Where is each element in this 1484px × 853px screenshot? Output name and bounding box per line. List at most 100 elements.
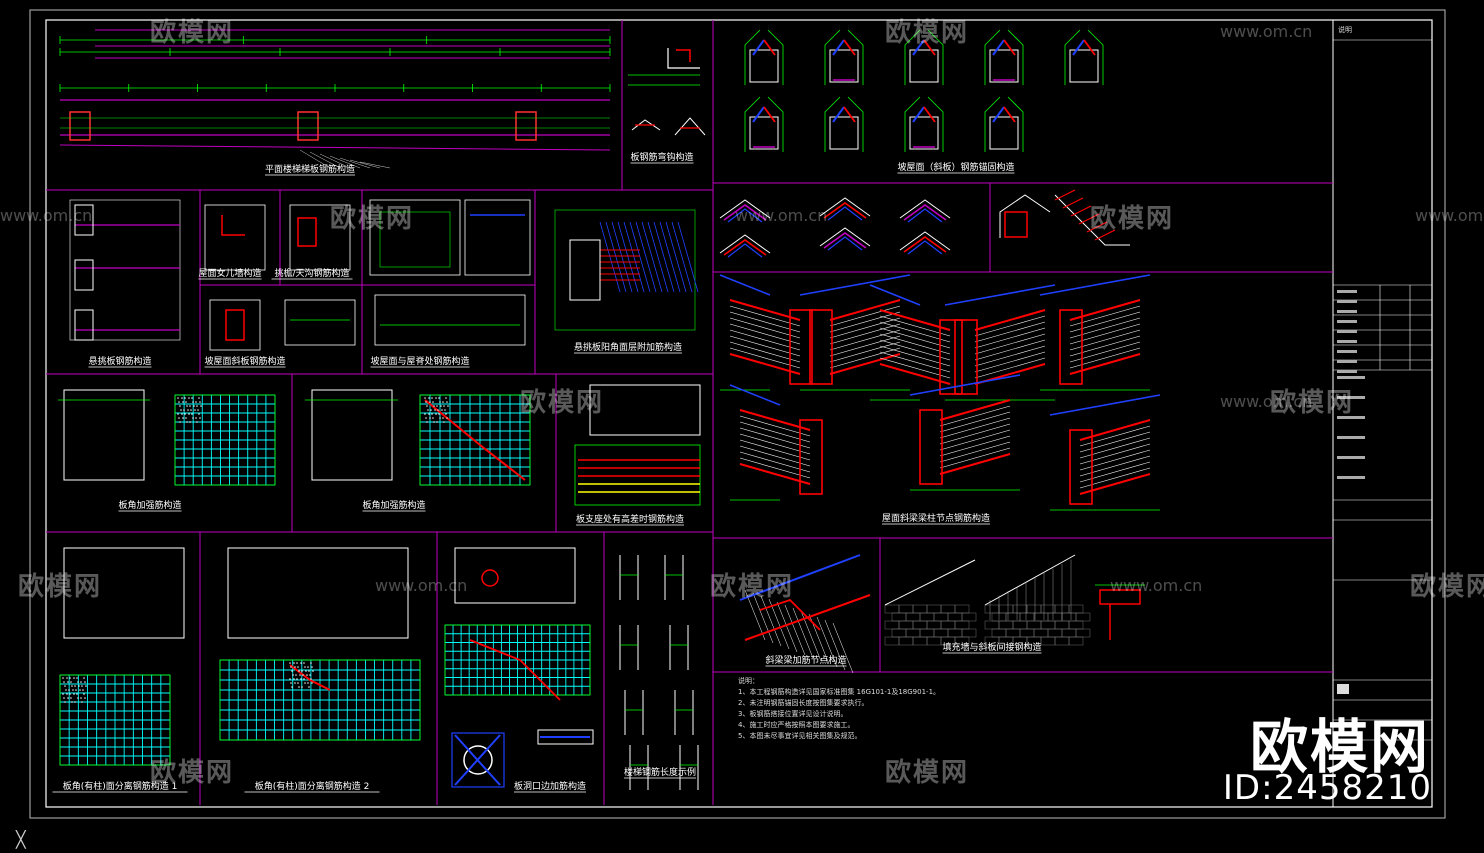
cad-line <box>884 604 900 614</box>
hatch-dot <box>425 401 427 403</box>
cad-line <box>909 49 939 83</box>
cad-line <box>819 227 871 247</box>
note-line: 3、板钢筋搭接位置详见设计说明。 <box>738 710 848 718</box>
cad-line <box>723 204 767 221</box>
hatch-dot <box>302 674 304 676</box>
cad-line <box>879 309 951 331</box>
caption-text: 悬挑板钢筋构造 <box>88 355 151 367</box>
cad-line <box>631 119 661 131</box>
roof-joint-detail <box>984 96 1024 152</box>
rebar-mesh <box>59 674 171 766</box>
cad-line <box>319 153 351 169</box>
title-block-text-mark <box>1337 416 1365 419</box>
cad-line <box>1069 429 1093 505</box>
cad-line <box>69 111 91 141</box>
concrete-hatch <box>424 397 449 423</box>
hatch-dot <box>306 674 308 676</box>
hatch-dot <box>63 681 65 683</box>
hatch-dot <box>73 693 75 695</box>
cad-line <box>723 239 767 256</box>
cad-line <box>823 202 867 219</box>
cad-line <box>515 111 537 141</box>
cad-line <box>939 405 1011 427</box>
cad-line <box>727 243 763 258</box>
drawing-caption: 挑檐/天沟钢筋构造 <box>271 267 353 280</box>
cad-line <box>667 48 700 69</box>
title-block-text-mark <box>1337 436 1365 439</box>
drawing-caption: 悬挑板阳角面层附加筋构造 <box>574 341 682 354</box>
hatch-dot <box>297 682 299 684</box>
hatch-dot <box>193 405 195 407</box>
cad-line <box>939 319 963 395</box>
hatch-dot <box>298 670 300 672</box>
cad-line <box>998 620 1014 630</box>
cad-line <box>789 309 813 385</box>
cad-line <box>912 106 925 123</box>
cad-line <box>974 357 1046 379</box>
drawing-caption: 板角加强筋构造 <box>362 499 426 512</box>
cad-line <box>763 39 776 56</box>
note-line: 5、本图未尽事宜详见相关图集及规范。 <box>738 732 862 740</box>
hole-outline <box>481 569 499 587</box>
hatch-dot <box>74 701 76 703</box>
cad-line <box>221 215 245 236</box>
caption-text: 板支座处有高差时钢筋构造 <box>576 513 684 525</box>
cad-line <box>926 604 942 614</box>
cad-line <box>879 351 951 373</box>
cad-line <box>829 329 901 351</box>
cad-line <box>974 345 1046 367</box>
cad-line <box>729 329 801 351</box>
hatch-dot <box>78 685 80 687</box>
cad-line <box>729 299 801 321</box>
hatch-dot <box>69 693 71 695</box>
hatch-dot <box>192 401 194 403</box>
cad-line <box>1054 189 1076 201</box>
hatch-dot <box>435 413 437 415</box>
title-block-text-mark <box>1337 376 1365 379</box>
cad-line <box>749 49 779 83</box>
sheet-outer-frame <box>29 9 1446 819</box>
cad-line <box>923 39 936 56</box>
hatch-dot <box>79 689 81 691</box>
asset-id: ID:2458210 <box>1222 768 1432 808</box>
hatch-dot <box>432 417 434 419</box>
hatch-dot <box>311 666 313 668</box>
drawing-caption: 楼梯钢筋长度示例 <box>624 766 696 779</box>
hatch-dot <box>178 401 180 403</box>
stair-beam-joint <box>729 384 823 501</box>
hatch-dot <box>186 421 188 423</box>
hatch-dot <box>446 417 448 419</box>
drawing-caption: 坡屋面（斜板）钢筋锚固构造 <box>897 161 1015 174</box>
hatch-dot <box>442 417 444 419</box>
cad-line <box>374 294 526 346</box>
cad-line <box>905 628 921 638</box>
hatch-dot <box>197 409 199 411</box>
cad-line <box>1079 473 1151 495</box>
cad-line <box>879 315 951 337</box>
cad-line <box>744 29 761 85</box>
hatch-dot <box>294 666 296 668</box>
cad-line <box>739 421 811 443</box>
cad-line <box>209 299 261 351</box>
cad-line <box>729 317 801 339</box>
cad-line <box>809 309 833 385</box>
cad-line <box>961 612 977 622</box>
ridge-bend-detail <box>819 197 871 221</box>
hole-outline <box>463 745 493 775</box>
cad-line <box>749 116 779 150</box>
cad-line <box>998 604 1014 614</box>
hatch-dot <box>432 401 434 403</box>
cad-line <box>676 49 691 62</box>
cad-line <box>1054 636 1070 646</box>
hatch-dot <box>77 681 79 683</box>
cad-line <box>629 221 651 293</box>
cad-line <box>1079 437 1151 459</box>
drawing-caption: 填充墙与斜板间接钢构造 <box>942 641 1042 654</box>
cad-line <box>940 604 956 614</box>
cad-line <box>763 106 776 123</box>
cad-line <box>1040 620 1056 630</box>
bar-length-example <box>619 555 639 600</box>
cad-line <box>1079 443 1151 465</box>
hatch-dot <box>442 401 444 403</box>
